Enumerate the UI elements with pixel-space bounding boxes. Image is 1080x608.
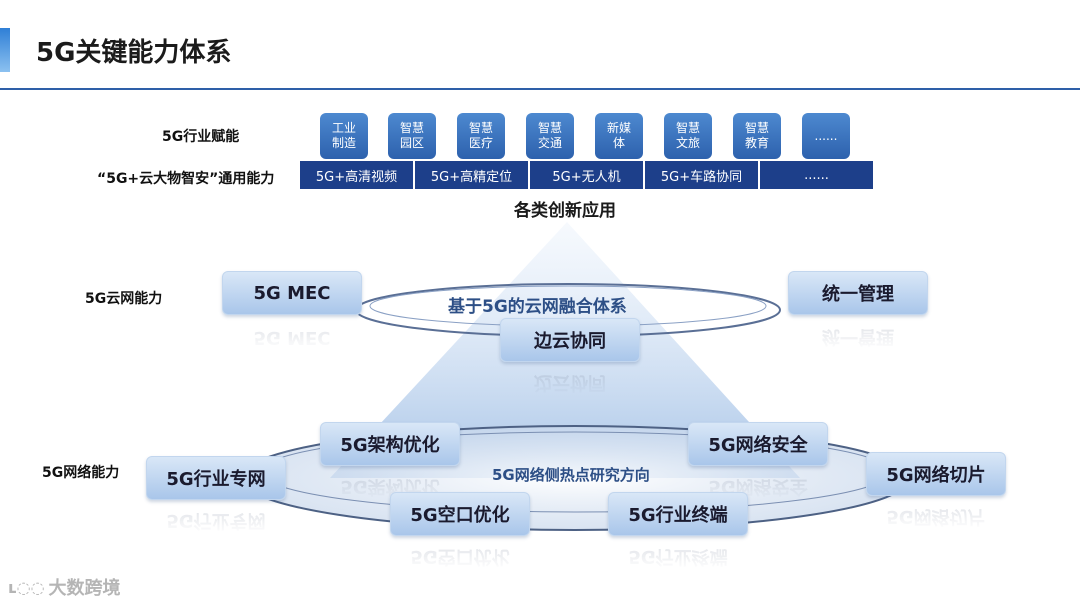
industry-box-media: 新媒 体	[595, 113, 643, 159]
cap-edge-cloud-reflection: 边云协同	[534, 372, 606, 393]
cap-arch-optimization: 5G架构优化	[320, 422, 460, 466]
network-capability-label: 5G网络能力	[42, 465, 120, 481]
industry-box-park: 智慧 园区	[388, 113, 436, 159]
general-cell-positioning: 5G+高精定位	[415, 161, 528, 189]
cap-private-network: 5G行业专网	[146, 456, 286, 500]
innovative-apps-heading: 各类创新应用	[514, 201, 616, 221]
cap-air-interface: 5G空口优化	[390, 492, 530, 536]
cap-industry-terminal: 5G行业终端	[608, 492, 748, 536]
cloud-ring-label: 基于5G的云网融合体系	[448, 297, 627, 317]
cap-network-security: 5G网络安全	[688, 422, 828, 466]
cap-edge-cloud: 边云协同	[500, 318, 640, 362]
general-cell-video: 5G+高清视频	[300, 161, 413, 189]
industry-box-tourism: 智慧 文旅	[664, 113, 712, 159]
watermark-logo-icon: ʟ◌◌	[8, 577, 45, 597]
general-cell-more: ......	[760, 161, 873, 189]
industry-box-more: ......	[802, 113, 850, 159]
cap-private-network-reflection: 5G行业专网	[166, 510, 266, 531]
cap-air-interface-reflection: 5G空口优化	[410, 546, 510, 567]
cap-network-slicing-reflection: 5G网络切片	[886, 506, 986, 527]
industry-label: 5G行业赋能	[162, 129, 240, 145]
cap-mec-reflection: 5G MEC	[253, 327, 331, 349]
cap-industry-terminal-reflection: 5G行业终端	[628, 546, 728, 567]
general-cell-vehicle: 5G+车路协同	[645, 161, 758, 189]
cap-network-slicing: 5G网络切片	[866, 452, 1006, 496]
industry-box-manufacturing: 工业 制造	[320, 113, 368, 159]
cloud-capability-label: 5G云网能力	[85, 291, 163, 307]
watermark-text: 大数跨境	[48, 578, 121, 599]
cap-unified-management: 统一管理	[788, 271, 928, 315]
general-capability-label: “5G+云大物智安”通用能力	[97, 171, 275, 187]
watermark: ʟ◌◌ 大数跨境	[8, 574, 121, 600]
title-divider	[0, 88, 1080, 90]
cap-unified-management-reflection: 统一管理	[822, 326, 894, 347]
page-title: 5G关键能力体系	[36, 38, 232, 68]
title-accent-bar	[0, 28, 10, 72]
cap-mec: 5G MEC	[222, 271, 362, 315]
industry-box-medical: 智慧 医疗	[457, 113, 505, 159]
general-cell-drone: 5G+无人机	[530, 161, 643, 189]
industry-box-education: 智慧 教育	[733, 113, 781, 159]
industry-box-transport: 智慧 交通	[526, 113, 574, 159]
network-ring-label: 5G网络侧热点研究方向	[492, 466, 650, 484]
